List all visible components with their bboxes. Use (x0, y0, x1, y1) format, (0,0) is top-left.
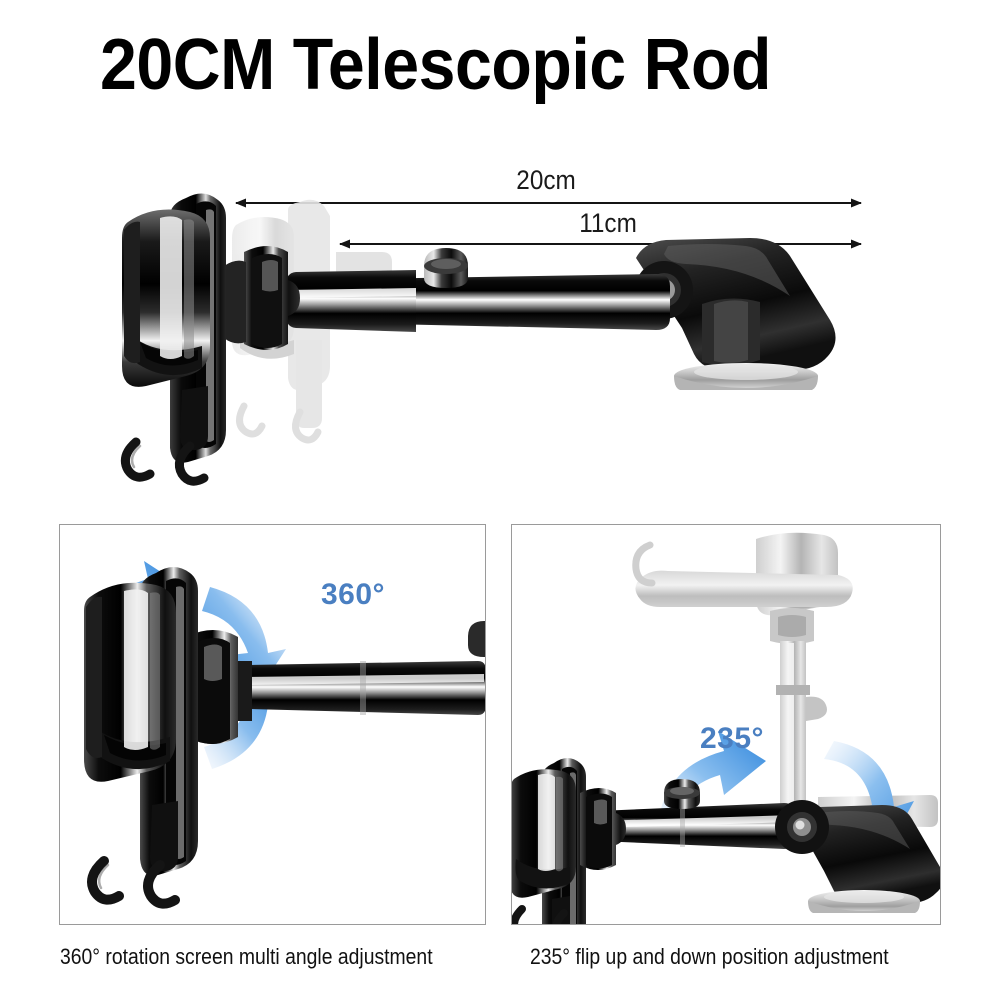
page-title: 20CM Telescopic Rod (100, 25, 771, 105)
phone-cradle (84, 567, 198, 909)
caption-rotation: 360° rotation screen multi angle adjustm… (60, 944, 433, 969)
angle-badge-360: 360° (321, 578, 386, 611)
ball-swivel (580, 788, 626, 870)
telescopic-rod (596, 779, 794, 849)
dimension-label-11cm: 11cm (579, 208, 637, 238)
locking-knob (424, 248, 468, 288)
phone-cradle (120, 193, 226, 486)
telescopic-rod (286, 270, 670, 332)
ball-swivel (224, 246, 300, 350)
rotation-swivel-hub (186, 630, 252, 744)
hero-product-illustration (0, 140, 1000, 510)
phone-cradle (512, 758, 586, 924)
hero-svg (120, 193, 862, 486)
suction-cup-base (796, 805, 940, 913)
telescopic-rod (246, 621, 485, 715)
caption-flip: 235° flip up and down position adjustmen… (530, 944, 889, 969)
dimension-label-20cm: 20cm (516, 165, 576, 195)
panel-flip-illustration (512, 532, 940, 924)
panel-rotation (59, 524, 486, 925)
ghost-upright-assembly (632, 532, 938, 839)
angle-badge-235: 235° (700, 722, 765, 755)
panel-rotation-illustration (84, 561, 485, 909)
panel-flip (511, 524, 941, 925)
pivot-joint (775, 800, 829, 854)
